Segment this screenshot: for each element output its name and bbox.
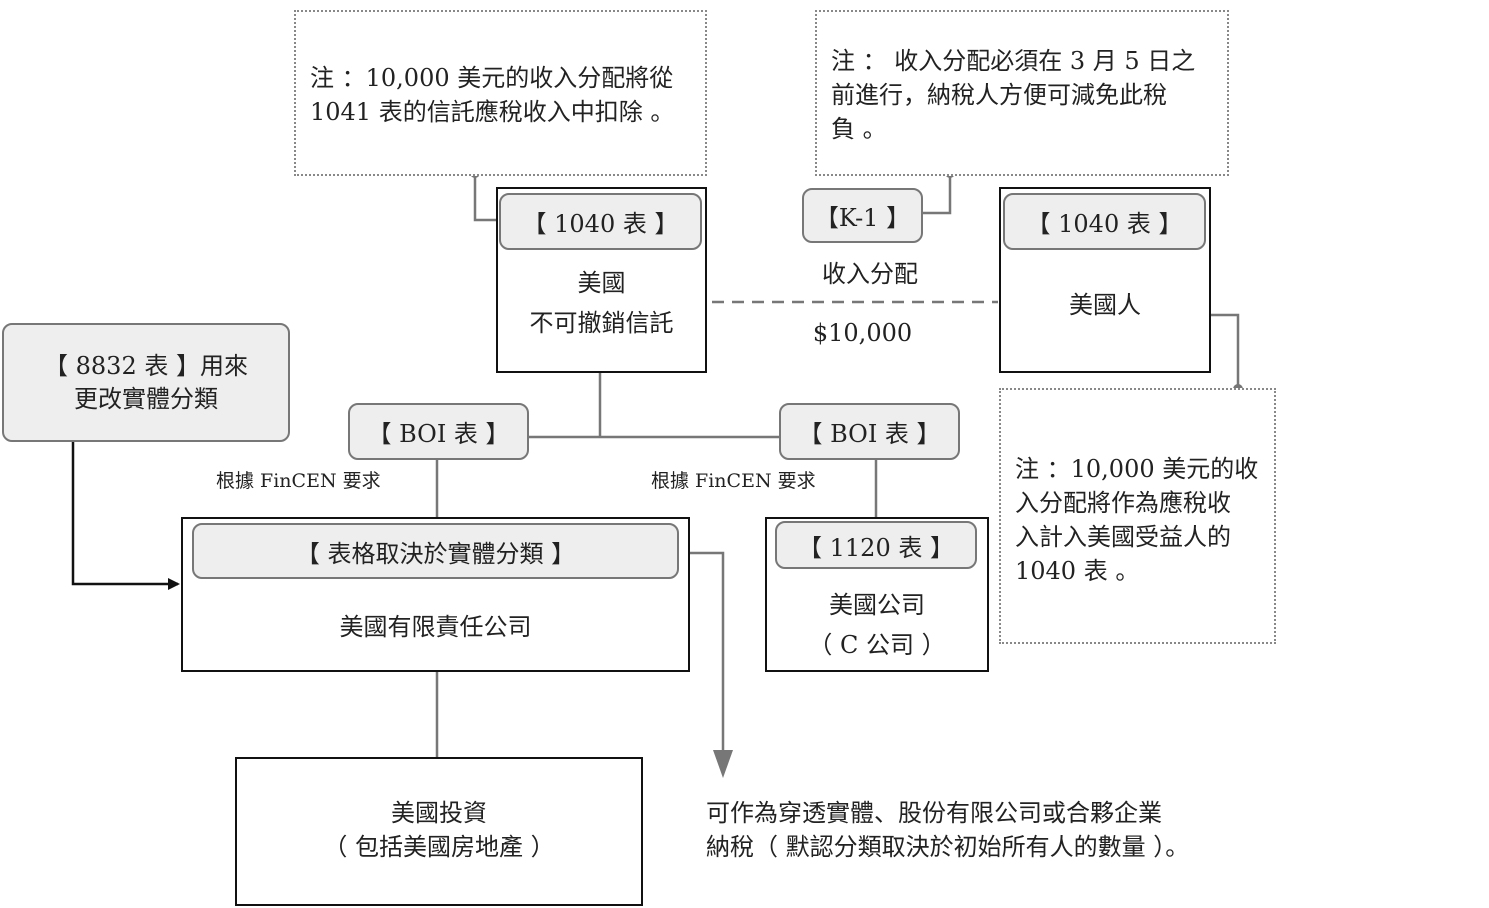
form8832-arrow	[71, 442, 180, 590]
note-line: 負 。	[831, 115, 887, 143]
trust-name: 美國 不可撤銷信託	[496, 263, 707, 343]
classification-note-line: 納稅（ 默認分類取決於初始所有人的數量 ）。	[706, 833, 1190, 861]
investment-name-line: （ 包括美國房地產 ）	[323, 833, 555, 861]
note-line: 注 ： 收入分配必須在 3 月 5 日之	[831, 47, 1196, 75]
classification-note-line: 可作為穿透實體、股份有限公司或合夥企業	[706, 799, 1162, 827]
deadline-note-connector	[922, 173, 952, 215]
llc-name: 美國有限責任公司	[339, 613, 532, 641]
note-line: 注 ：10,000 美元的收	[1015, 455, 1259, 483]
beneficiary-note-connector	[1210, 313, 1240, 388]
trust-deduction-note: 注 ：10,000 美元的收入分配將從 1041 表的信託應稅收入中扣除 。	[294, 10, 707, 176]
trust-name-line: 美國	[577, 269, 626, 297]
boi-left-caption: 根據 FinCEN 要求	[216, 470, 381, 492]
investment-box	[235, 757, 643, 906]
note-line: 1040 表 。	[1015, 557, 1140, 585]
boi-right-tag: 【 BOI 表 】	[779, 403, 960, 460]
trust-form-tag: 【 1040 表 】	[499, 193, 702, 250]
boi-right-caption: 根據 FinCEN 要求	[651, 470, 816, 492]
k1-form-tag: 【K-1 】	[802, 188, 923, 243]
trust-note-connector	[473, 172, 500, 222]
corp-name-line: （ C 公司 ）	[808, 631, 946, 659]
note-line: 入分配將作為應稅收	[1015, 489, 1231, 517]
llc-form-tag: 【 表格取決於實體分類 】	[192, 523, 679, 579]
investment-name-line: 美國投資	[391, 799, 487, 827]
classification-arrow	[678, 551, 725, 764]
corp-name: 美國公司 （ C 公司 ）	[765, 585, 989, 665]
deadline-note: 注 ： 收入分配必須在 3 月 5 日之 前進行，納稅人方便可減免此稅 負 。	[815, 10, 1229, 176]
form8832-line: 更改實體分類	[74, 385, 218, 413]
note-line: 前進行，納稅人方便可減免此稅	[831, 81, 1167, 109]
distribution-amount: $10,000	[812, 319, 913, 347]
beneficiary-note: 注 ：10,000 美元的收 入分配將作為應稅收 入計入美國受益人的 1040 …	[999, 388, 1276, 644]
form8832-box: 【 8832 表 】用來 更改實體分類	[2, 323, 290, 442]
person-form-tag: 【 1040 表 】	[1003, 193, 1206, 250]
note-line: 1041 表的信託應稅收入中扣除 。	[310, 98, 675, 126]
distribution-caption: 收入分配	[822, 260, 918, 288]
trust-name-line: 不可撤銷信託	[529, 309, 674, 337]
classification-note: 可作為穿透實體、股份有限公司或合夥企業 納稅（ 默認分類取決於初始所有人的數量 …	[706, 796, 1189, 864]
investment-name: 美國投資 （ 包括美國房地產 ）	[235, 796, 643, 864]
boi-left-tag: 【 BOI 表 】	[348, 403, 529, 460]
corp-form-tag: 【 1120 表 】	[775, 521, 977, 569]
person-name: 美國人	[1069, 291, 1141, 319]
note-line: 入計入美國受益人的	[1015, 523, 1231, 551]
note-line: 注 ：10,000 美元的收入分配將從	[310, 64, 674, 92]
corp-name-line: 美國公司	[829, 591, 925, 619]
form8832-line: 【 8832 表 】用來	[44, 352, 248, 380]
classification-arrowhead	[713, 750, 733, 778]
